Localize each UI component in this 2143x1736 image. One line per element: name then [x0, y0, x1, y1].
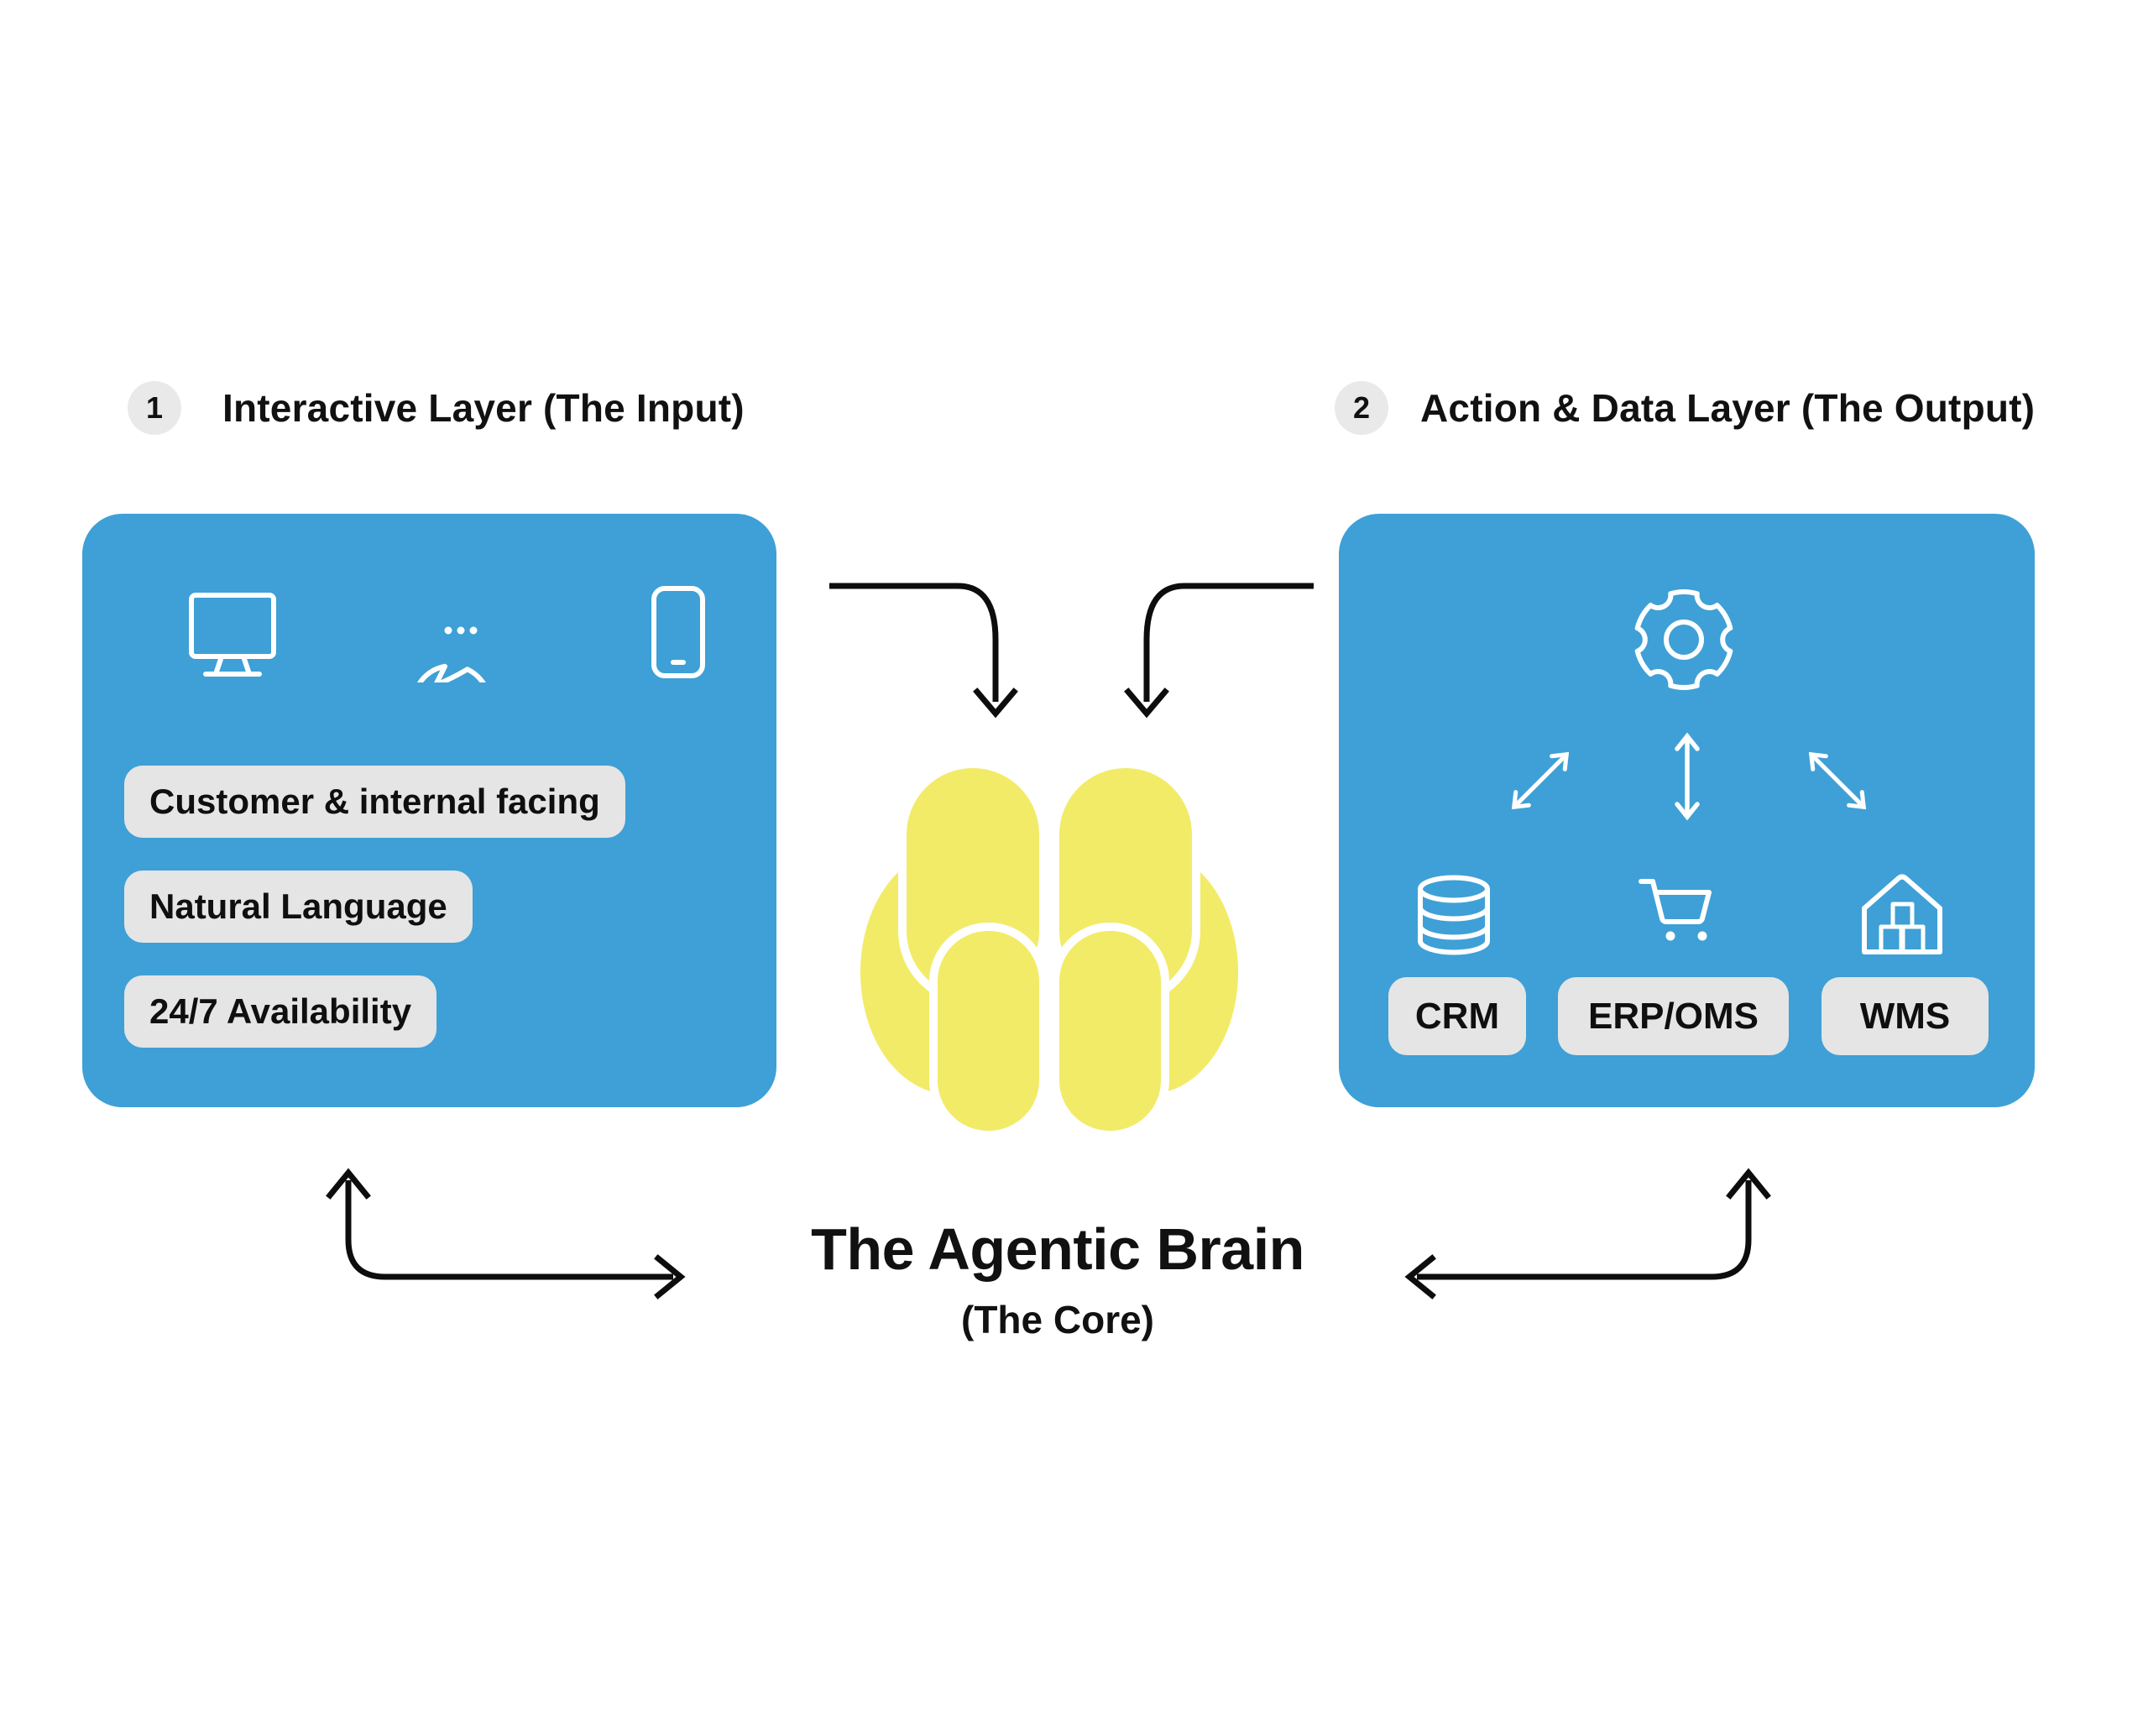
- input-feature-pill: Customer & internal facing: [124, 766, 625, 838]
- arrow-output-to-core: [1124, 583, 1314, 719]
- arrow-core-to-input: [326, 1168, 686, 1299]
- smartphone-icon: [651, 586, 705, 678]
- system-pill-erp-oms: ERP/OMS: [1558, 977, 1789, 1055]
- output-layer-badge-number: 2: [1352, 390, 1371, 425]
- output-layer-panel: CRM ERP/OMS WMS: [1339, 514, 2035, 1107]
- gear-icon: [1634, 588, 1733, 691]
- input-layer-badge-number: 1: [145, 390, 164, 425]
- chat-bubble-icon: [416, 626, 486, 682]
- brain-icon: [856, 762, 1242, 1136]
- input-feature-pill: 24/7 Availability: [124, 975, 437, 1048]
- input-feature-pill: Natural Language: [124, 871, 473, 943]
- input-layer-badge: 1: [128, 381, 181, 435]
- input-layer-panel: Customer & internal facing Natural Langu…: [82, 514, 776, 1107]
- core-subtitle: (The Core): [961, 1298, 1154, 1341]
- output-layer-title: Action & Data Layer (The Output): [1420, 386, 2036, 430]
- warehouse-icon: [1862, 874, 1942, 954]
- arrow-input-to-core: [829, 583, 1018, 719]
- system-pill-wms: WMS: [1822, 977, 1989, 1055]
- core-title: The Agentic Brain: [811, 1216, 1304, 1282]
- system-pill-crm: CRM: [1388, 977, 1526, 1055]
- shopping-cart-icon: [1639, 879, 1712, 941]
- input-layer-title: Interactive Layer (The Input): [222, 386, 745, 430]
- monitor-icon: [189, 593, 276, 677]
- database-icon: [1418, 875, 1490, 955]
- output-layer-badge: 2: [1335, 381, 1388, 435]
- arrow-core-to-output: [1404, 1168, 1771, 1299]
